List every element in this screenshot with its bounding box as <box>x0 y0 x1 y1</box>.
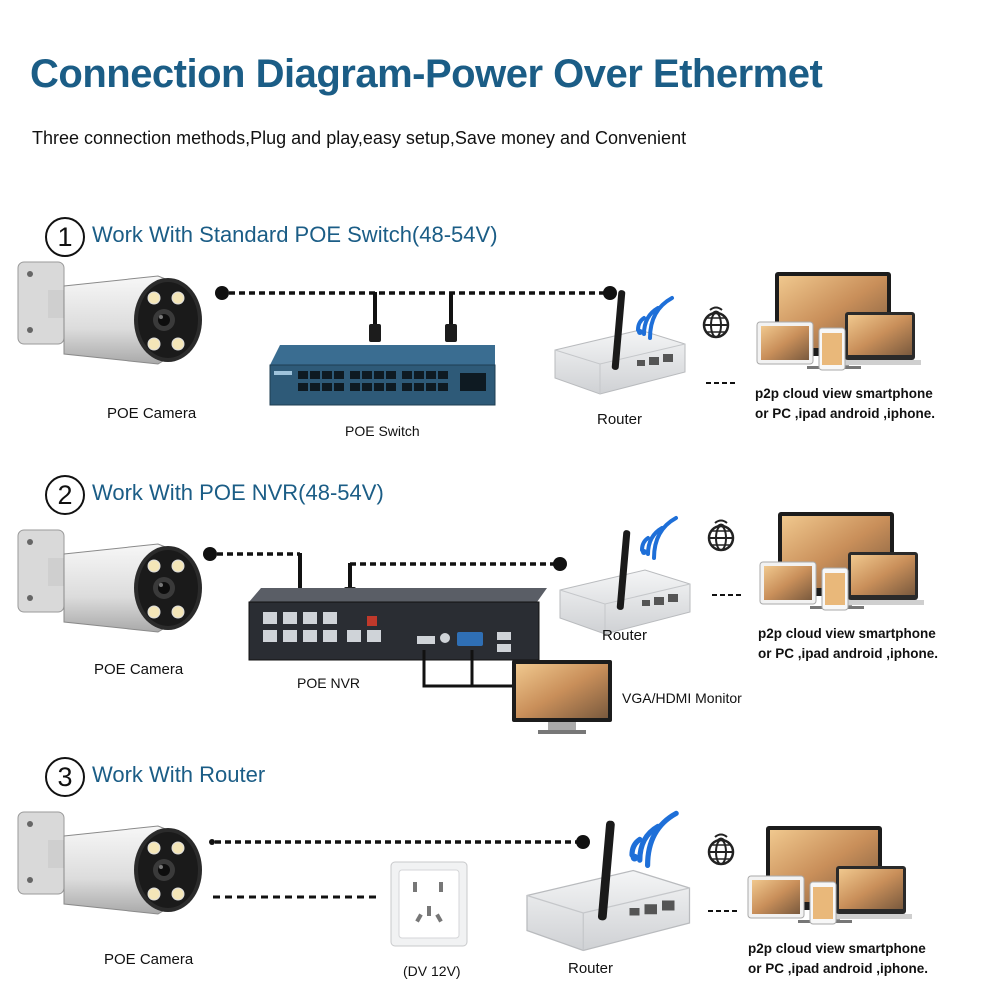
dashed-link <box>708 910 738 912</box>
ethernet-cable-icon <box>369 292 457 342</box>
router-icon <box>526 819 691 952</box>
dashed-link <box>712 594 742 596</box>
cloud-view-line2: or PC ,ipad android ,iphone. <box>758 646 939 661</box>
section-title: Work With POE NVR(48-54V) <box>92 480 384 505</box>
poe-camera-icon <box>17 261 203 365</box>
devices-icon <box>747 825 913 925</box>
power-link <box>213 895 381 899</box>
page-title: Connection Diagram-Power Over Ethermet <box>30 52 823 96</box>
switch-label: POE Switch <box>345 423 420 439</box>
camera-label: POE Camera <box>94 661 184 678</box>
camera-label: POE Camera <box>107 405 197 422</box>
router-label: Router <box>597 411 643 428</box>
cloud-view-line2: or PC ,ipad android ,iphone. <box>748 961 929 976</box>
devices-icon <box>756 271 922 371</box>
router-label: Router <box>602 627 648 644</box>
ethernet-link <box>350 557 567 571</box>
ethernet-link <box>203 547 300 561</box>
wifi-icon <box>635 296 674 340</box>
section-number: 3 <box>45 757 85 797</box>
poe-camera-icon <box>17 529 203 633</box>
nvr-label: POE NVR <box>297 675 361 691</box>
wifi-icon <box>639 516 678 560</box>
poe-camera-icon <box>17 811 203 915</box>
cloud-view-line1: p2p cloud view smartphone <box>755 386 933 401</box>
monitor-icon <box>512 660 612 734</box>
section-number: 1 <box>45 217 85 257</box>
router-label: Router <box>568 960 614 977</box>
dashed-link <box>706 382 736 384</box>
section-number: 2 <box>45 475 85 515</box>
wifi-icon <box>632 816 684 872</box>
globe-icon <box>702 306 730 339</box>
power-label: (DV 12V) <box>403 963 461 979</box>
globe-icon <box>707 519 735 552</box>
monitor-label: VGA/HDMI Monitor <box>622 690 742 706</box>
cloud-view-line2: or PC ,ipad android ,iphone. <box>755 406 936 421</box>
globe-icon <box>707 833 735 866</box>
section-title: Work With Router <box>92 762 266 787</box>
power-outlet-icon <box>390 861 468 947</box>
cloud-view-line1: p2p cloud view smartphone <box>758 626 936 641</box>
ethernet-link <box>215 286 617 300</box>
devices-icon <box>759 511 925 611</box>
ethernet-link <box>209 835 590 849</box>
poe-nvr-icon <box>248 588 547 661</box>
poe-switch-icon <box>269 345 496 406</box>
camera-label: POE Camera <box>104 951 194 968</box>
page-subtitle: Three connection methods,Plug and play,e… <box>32 128 687 148</box>
section-title: Work With Standard POE Switch(48-54V) <box>92 222 498 247</box>
cloud-view-line1: p2p cloud view smartphone <box>748 941 926 956</box>
video-cable <box>422 650 513 688</box>
